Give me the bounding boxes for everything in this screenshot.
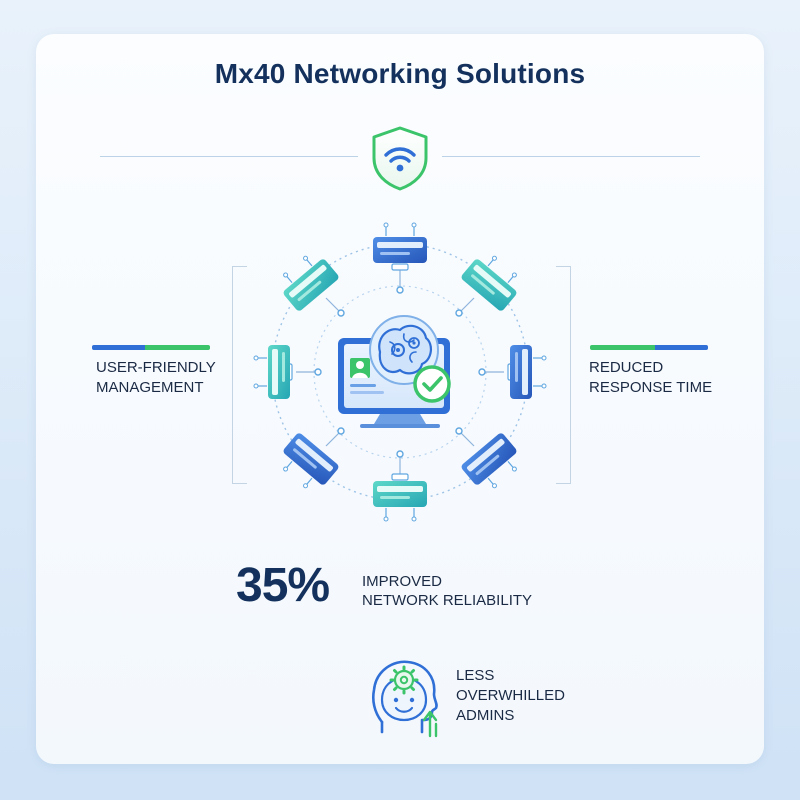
admin-head-gear-icon (371, 660, 438, 738)
divider-left (100, 156, 358, 157)
reduced-response-time-label: REDUCED RESPONSE TIME (589, 359, 713, 396)
divider-right (442, 156, 700, 157)
wifi-shield-icon (372, 126, 428, 191)
right-bracket (556, 266, 571, 484)
user-friendly-management-label: USER-FRIENDLY MANAGEMENT (96, 359, 216, 396)
less-overwhelmed-admins-label: LESS OVERWHILLED ADMINS (456, 667, 565, 724)
network-switch-icon-right (507, 345, 547, 399)
network-switch-icon-top (373, 222, 427, 271)
network-switch-icon-left (253, 345, 293, 399)
network-switch-icon-top-left (283, 255, 339, 311)
network-diagram (253, 222, 547, 522)
reliability-stat-label: IMPROVED NETWORK RELIABILITY (362, 573, 533, 609)
connector-nodes (314, 286, 486, 458)
reliability-stat-value: 35% (236, 559, 330, 612)
network-switch-icon-bottom-right (461, 433, 517, 489)
page-title: Mx40 Networking Solutions (214, 58, 586, 89)
network-switch-icon-bottom-left (283, 433, 339, 489)
network-switch-icon-bottom (373, 473, 427, 522)
ai-brain-monitor-icon (338, 315, 451, 428)
right-accent-bar (590, 345, 708, 350)
left-bracket (232, 266, 247, 484)
left-accent-bar (92, 345, 210, 350)
network-switch-icon-top-right (461, 255, 517, 311)
